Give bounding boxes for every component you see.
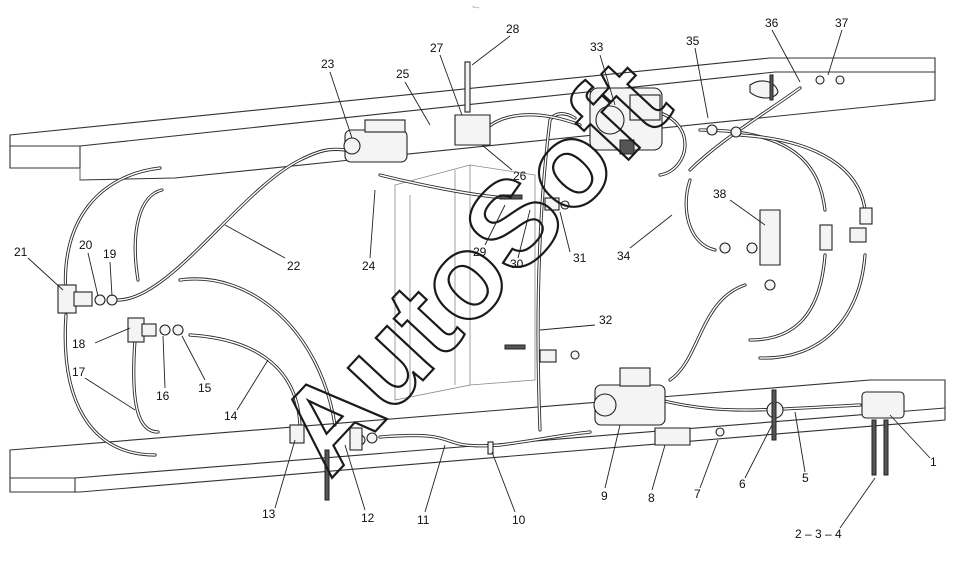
fittings — [94, 74, 889, 501]
callout-31: 31 — [573, 251, 587, 265]
watermark: AutoSoft — [250, 35, 696, 499]
tee-21 — [57, 284, 93, 314]
callout-6: 6 — [739, 477, 746, 491]
callout-36: 36 — [765, 16, 779, 30]
callout-16: 16 — [156, 389, 170, 403]
callout-7: 7 — [694, 487, 701, 501]
callout-2-3-4: 2 – 3 – 4 — [795, 527, 842, 541]
valve-23 — [343, 119, 408, 163]
callout-38: 38 — [713, 187, 727, 201]
callout-25: 25 — [396, 67, 410, 81]
callout-15: 15 — [198, 381, 212, 395]
callout-21: 21 — [14, 245, 28, 259]
bracket-26-27 — [454, 61, 491, 146]
callout-12: 12 — [361, 511, 375, 525]
callout-11: 11 — [417, 513, 430, 527]
callout-10: 10 — [512, 513, 526, 527]
callout-35: 35 — [686, 34, 700, 48]
callout-34: 34 — [617, 249, 631, 263]
callout-27: 27 — [430, 41, 444, 55]
air-lines — [63, 86, 867, 457]
top-mark: ~- — [472, 3, 480, 12]
callout-8: 8 — [648, 491, 655, 505]
callout-20: 20 — [79, 238, 93, 252]
callout-14: 14 — [224, 409, 238, 423]
callout-22: 22 — [287, 259, 301, 273]
callout-24: 24 — [362, 259, 376, 273]
callout-28: 28 — [506, 22, 520, 36]
callout-23: 23 — [321, 57, 335, 71]
valve-33 — [589, 87, 663, 155]
callout-30: 30 — [510, 257, 524, 271]
tee-18 — [127, 317, 157, 343]
leader-lines — [27, 29, 931, 529]
callout-29: 29 — [473, 245, 487, 259]
callout-1: 1 — [930, 455, 937, 469]
upper-frame-rail — [9, 57, 936, 181]
bracket-38 — [759, 209, 781, 266]
callout-26: 26 — [513, 169, 527, 183]
callout-18: 18 — [72, 337, 86, 351]
watermark-text: AutoSoft — [251, 36, 694, 498]
callout-33: 33 — [590, 40, 604, 54]
callout-17: 17 — [72, 365, 86, 379]
callout-9: 9 — [601, 489, 608, 503]
cross-member — [394, 164, 536, 401]
bracket-8 — [654, 427, 691, 446]
callout-5: 5 — [802, 471, 809, 485]
callout-13: 13 — [262, 507, 276, 521]
callout-19: 19 — [103, 247, 117, 261]
callout-37: 37 — [835, 16, 849, 30]
valve-1 — [861, 391, 905, 419]
callout-labels: 1 2 – 3 – 4 5 6 7 8 9 10 11 12 13 14 15 … — [14, 16, 937, 541]
callout-32: 32 — [599, 313, 613, 327]
valve-9 — [593, 367, 666, 426]
